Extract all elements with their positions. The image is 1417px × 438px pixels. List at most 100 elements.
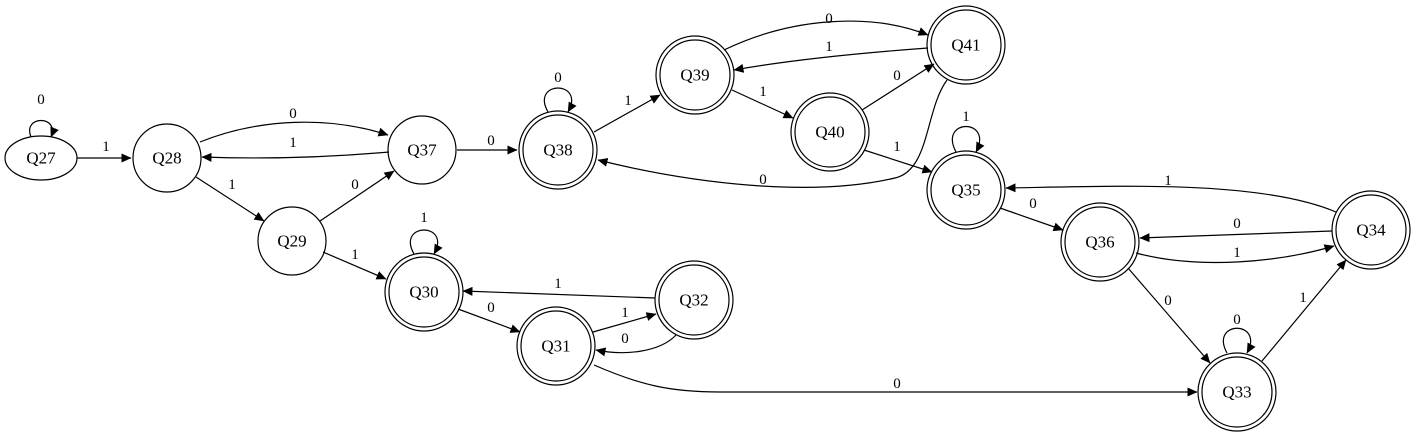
- edge-q38-to-q39: 1: [593, 93, 661, 133]
- edge-arrow: [457, 308, 521, 333]
- state-q29: Q29: [257, 206, 327, 276]
- edge-label: 1: [759, 84, 767, 100]
- state-label: Q41: [951, 36, 980, 55]
- edge-arrow: [731, 89, 794, 119]
- edge-q32-to-q30: 1: [462, 276, 656, 299]
- edge-label: 1: [1299, 290, 1307, 306]
- edge-arrow: [723, 20, 929, 51]
- edge-q38-to-q38: 0: [543, 70, 577, 113]
- edge-arrow: [319, 170, 395, 222]
- edge-arrow: [1127, 267, 1211, 364]
- edge-label: 1: [825, 39, 833, 55]
- edge-label: 1: [289, 135, 297, 151]
- state-q39: Q39: [655, 35, 735, 115]
- state-shape: [655, 35, 735, 115]
- edge-label: 1: [102, 139, 110, 155]
- edge-label: 0: [37, 92, 45, 108]
- edge-label: 0: [893, 376, 901, 392]
- state-label: Q28: [152, 149, 181, 168]
- edge-q41-to-q38: 0: [597, 79, 948, 188]
- edge-label: 0: [487, 133, 495, 149]
- edge-q36-to-q34: 1: [1135, 244, 1335, 264]
- edge-label: 0: [289, 106, 297, 122]
- edge-arrow: [1261, 259, 1347, 362]
- edge-label: 0: [1233, 312, 1241, 328]
- edge-arrow: [195, 176, 265, 222]
- edge-q34-to-q36: 0: [1139, 216, 1333, 243]
- edge-arrow: [863, 149, 933, 174]
- state-q27: Q27: [4, 135, 78, 181]
- edge-q27-to-q27: 0: [29, 92, 59, 138]
- edge-arrow: [1222, 327, 1256, 354]
- accepting-ring: [930, 9, 1002, 81]
- edge-q33-to-q34: 1: [1261, 259, 1347, 362]
- state-label: Q29: [277, 232, 306, 251]
- accepting-ring: [388, 256, 460, 328]
- edge-label: 1: [962, 109, 970, 125]
- edge-label: 1: [893, 139, 901, 155]
- edge-label: 0: [351, 177, 359, 193]
- edge-arrow: [593, 364, 1198, 397]
- state-shape: [926, 5, 1006, 85]
- accepting-ring: [1335, 194, 1407, 266]
- state-label: Q27: [26, 149, 56, 168]
- state-label: Q39: [680, 66, 709, 85]
- accepting-ring: [1201, 356, 1273, 428]
- edge-q39-to-q40: 1: [731, 84, 794, 119]
- state-q30: Q30: [384, 252, 464, 332]
- edge-q29-to-q30: 1: [322, 247, 387, 280]
- state-shape: [4, 135, 78, 181]
- edge-q27-to-q28: 1: [77, 139, 132, 163]
- edge-label: 1: [1164, 173, 1172, 189]
- edge-arrow: [595, 334, 677, 357]
- state-shape: [516, 306, 596, 386]
- state-label: Q32: [679, 291, 708, 310]
- edge-arrow: [951, 125, 985, 153]
- state-q36: Q36: [1060, 202, 1140, 282]
- edge-arrow: [597, 79, 948, 188]
- state-label: Q35: [951, 181, 980, 200]
- edge-q37-to-q28: 1: [201, 135, 390, 162]
- accepting-ring: [1064, 206, 1136, 278]
- edge-arrow: [543, 87, 577, 113]
- state-label: Q33: [1222, 383, 1251, 402]
- edge-label: 0: [554, 70, 562, 86]
- edge-arrow: [733, 47, 929, 73]
- state-q34: Q34: [1331, 190, 1411, 270]
- state-label: Q31: [541, 337, 570, 356]
- edge-label: 0: [893, 68, 901, 84]
- edge-label: 0: [621, 331, 629, 347]
- edge-label: 0: [1164, 293, 1172, 309]
- edge-q35-to-q36: 0: [999, 196, 1064, 232]
- state-label: Q38: [543, 141, 572, 160]
- state-q35: Q35: [926, 150, 1006, 230]
- state-shape: [926, 150, 1006, 230]
- edge-q33-to-q33: 0: [1222, 312, 1256, 354]
- state-shape: [132, 123, 202, 193]
- edge-arrow: [593, 94, 661, 133]
- edge-arrow: [1005, 183, 1337, 213]
- state-shape: [387, 115, 457, 185]
- state-shape: [1331, 190, 1411, 270]
- edge-label: 1: [624, 93, 632, 109]
- edge-q31-to-q33: 0: [593, 364, 1198, 397]
- edge-label: 0: [1029, 196, 1037, 212]
- state-q31: Q31: [516, 306, 596, 386]
- edge-arrow: [1139, 230, 1333, 243]
- state-shape: [257, 206, 327, 276]
- accepting-ring: [520, 310, 592, 382]
- accepting-ring: [930, 154, 1002, 226]
- edge-arrow: [1135, 244, 1335, 264]
- accepting-ring: [522, 114, 594, 186]
- state-q32: Q32: [654, 260, 734, 340]
- state-q33: Q33: [1197, 352, 1277, 432]
- edge-arrow: [201, 151, 390, 162]
- edge-q36-to-q33: 0: [1127, 267, 1211, 364]
- edge-q31-to-q32: 1: [592, 305, 657, 333]
- edge-q30-to-q30: 1: [409, 210, 443, 255]
- edge-label: 0: [759, 172, 767, 188]
- state-shape: [518, 110, 598, 190]
- state-shape: [384, 252, 464, 332]
